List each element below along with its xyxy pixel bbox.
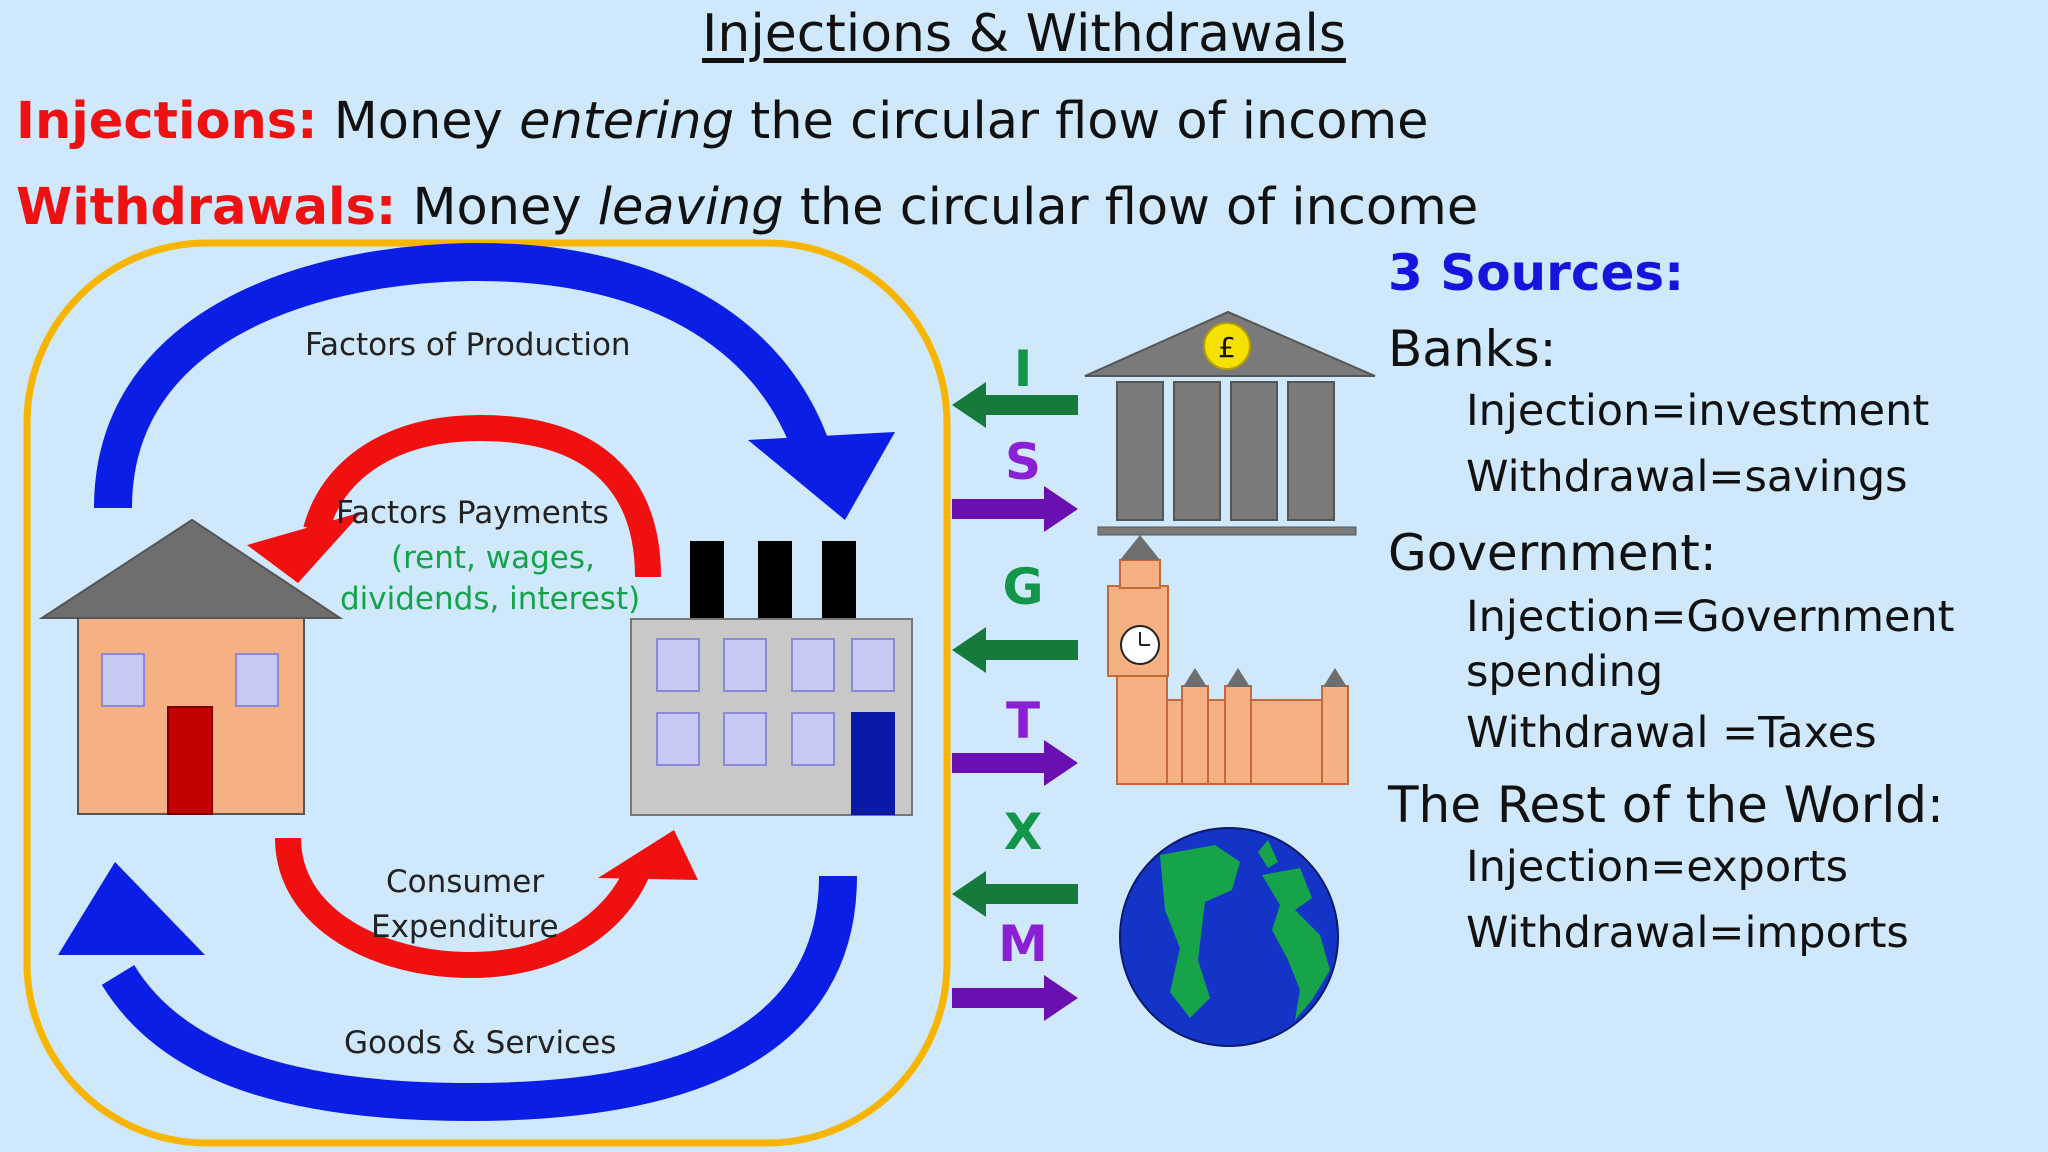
government-withdrawal-arrow (952, 740, 1078, 786)
factors-payments-detail-2: dividends, interest) (340, 581, 641, 617)
factor-payments-arrow (247, 414, 661, 583)
government-injection-arrow (952, 627, 1078, 673)
world-withdrawal-arrow (952, 975, 1078, 1021)
consumer-expenditure-arrow (275, 830, 698, 979)
source-government-withdrawal: Withdrawal =Taxes (1466, 708, 1877, 758)
source-banks-name: Banks: (1388, 320, 1557, 378)
factors-payments-detail-1: (rent, wages, (391, 540, 595, 576)
source-government-name: Government: (1388, 524, 1717, 582)
firm-factory-icon (630, 541, 913, 816)
goods-and-services-label: Goods & Services (344, 1025, 617, 1061)
government-building-icon (1107, 535, 1349, 785)
injections-definition: Injections: Money entering the circular … (16, 92, 1429, 151)
letter-taxes: T (1005, 692, 1041, 750)
household-house-icon (38, 518, 344, 815)
circular-flow-boundary (23, 239, 951, 1147)
consumer-expenditure-label-2: Expenditure (371, 909, 559, 945)
slide-title: Injections & Withdrawals (702, 4, 1346, 64)
globe-icon (1119, 827, 1339, 1047)
letter-investment: I (1013, 340, 1033, 398)
pound-coin-icon (1203, 322, 1251, 370)
withdrawals-term: Withdrawals: (16, 178, 397, 237)
source-banks-injection: Injection=investment (1466, 386, 1930, 436)
injections-term: Injections: (16, 92, 318, 151)
source-world-withdrawal: Withdrawal=imports (1466, 908, 1909, 958)
source-banks-withdrawal: Withdrawal=savings (1466, 452, 1908, 502)
bank-icon: £ (1084, 310, 1376, 536)
banks-injection-arrow (952, 382, 1078, 428)
withdrawals-definition: Withdrawals: Money leaving the circular … (16, 178, 1478, 237)
factors-payments-label: Factors Payments (336, 495, 609, 531)
withdrawals-text-after: the circular flow of income (783, 178, 1479, 237)
factors-of-production-arrow (94, 242, 895, 520)
factors-of-production-label: Factors of Production (305, 327, 631, 363)
source-world-name: The Rest of the World: (1388, 776, 1944, 834)
letter-imports: M (998, 915, 1048, 973)
goods-and-services-arrow (58, 862, 857, 1122)
injections-text-before: Money (317, 92, 520, 151)
banks-withdrawal-arrow (952, 486, 1078, 532)
injections-text-after: the circular flow of income (733, 92, 1429, 151)
withdrawals-text-before: Money (396, 178, 598, 237)
sources-panel: 3 Sources: Banks: Injection=investment W… (1388, 244, 1986, 966)
letter-government-spending: G (1002, 558, 1044, 616)
world-injection-arrow (952, 871, 1078, 917)
letter-savings: S (1004, 433, 1041, 491)
consumer-expenditure-label-1: Consumer (386, 864, 545, 900)
source-government-injection: Injection=Government spending (1466, 592, 1955, 697)
letter-exports: X (1003, 803, 1043, 861)
sources-heading: 3 Sources: (1388, 244, 1685, 302)
source-world-injection: Injection=exports (1466, 842, 1849, 892)
withdrawals-emphasis: leaving (597, 178, 784, 237)
injections-emphasis: entering (519, 92, 734, 151)
pound-symbol: £ (1218, 331, 1236, 364)
